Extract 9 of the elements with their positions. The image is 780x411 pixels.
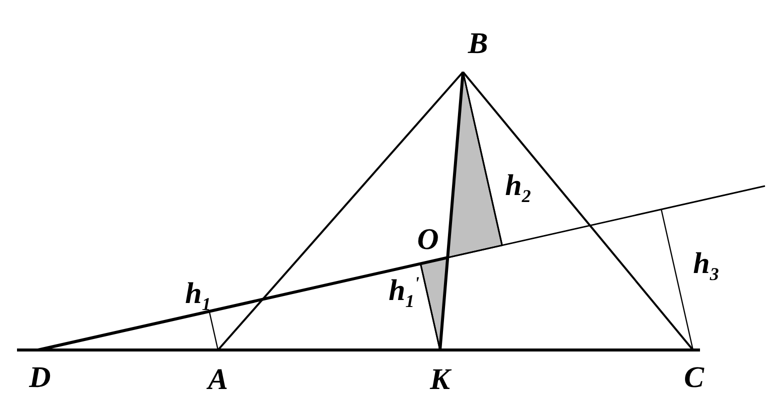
segment-label: h$_{3}$ bbox=[693, 249, 719, 283]
point-label: D bbox=[29, 363, 51, 393]
point-label: K bbox=[430, 365, 450, 395]
vertex-label: A bbox=[208, 365, 228, 395]
segment-label: h$_{2}$ bbox=[505, 171, 531, 205]
vertex-label: C bbox=[684, 363, 704, 393]
segment-label: h$_{1}$ bbox=[185, 279, 211, 313]
vertex-label: B bbox=[468, 29, 488, 59]
point-label: O bbox=[417, 225, 439, 255]
